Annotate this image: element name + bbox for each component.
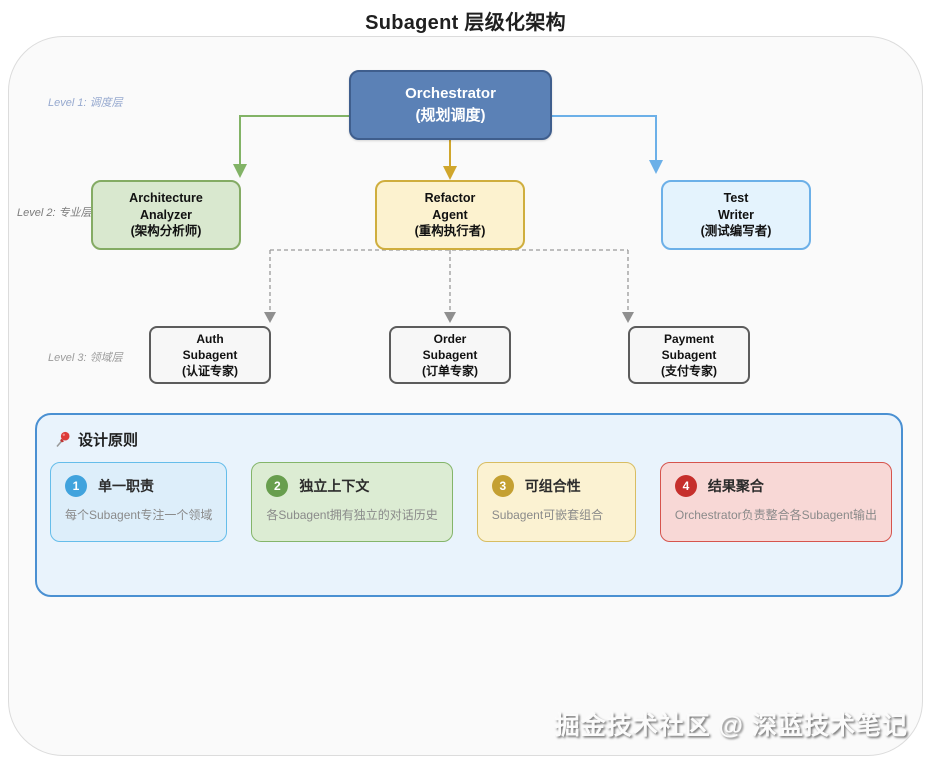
design-principles-header: 设计原则 xyxy=(54,429,138,450)
node-test-line: Test xyxy=(723,190,749,205)
principle-card-independent-context: 2 独立上下文 各Subagent拥有独立的对话历史 xyxy=(251,462,453,542)
outer-frame xyxy=(8,36,923,756)
node-architecture-line: Architecture xyxy=(129,190,203,205)
principle-card-result-aggregation: 4 结果聚合 Orchestrator负责整合各Subagent输出 xyxy=(659,462,892,542)
design-principles-title: 设计原则 xyxy=(78,432,139,449)
principle-title: 单一职责 xyxy=(98,478,154,494)
node-auth-subagent: Auth Subagent (认证专家) xyxy=(149,326,271,384)
node-architecture-analyzer: Architecture Analyzer (架构分析师) xyxy=(91,180,241,250)
level-3-label: Level 3: 领域层 xyxy=(48,352,123,364)
node-auth-line: Auth xyxy=(196,331,224,346)
node-refactor-line: (重构执行者) xyxy=(414,224,486,239)
node-payment-line: (支付专家) xyxy=(661,364,717,379)
diagram-title: Subagent 层级化架构 xyxy=(365,12,566,34)
principle-title: 可组合性 xyxy=(524,478,581,494)
node-order-line: Order xyxy=(433,331,467,346)
design-principles-panel: 设计原则 1 单一职责 每个Subagent专注一个领域 2 独立上下文 各Su… xyxy=(35,413,903,597)
node-architecture-line: (架构分析师) xyxy=(130,224,202,239)
pushpin-icon xyxy=(56,431,70,448)
node-refactor-line: Refactor xyxy=(424,190,476,205)
principle-number-badge: 2 xyxy=(266,475,289,497)
node-payment-line: Payment xyxy=(663,331,715,346)
principle-description: 每个Subagent专注一个领域 xyxy=(65,508,213,522)
node-test-line: Writer xyxy=(718,207,754,222)
principle-number-badge: 1 xyxy=(65,475,87,497)
node-test-writer: Test Writer (测试编写者) xyxy=(661,180,811,250)
watermark: 掘金技术社区 @ 深蓝技术笔记 xyxy=(554,712,908,740)
node-order-line: (订单专家) xyxy=(422,364,478,379)
level-1-label: Level 1: 调度层 xyxy=(48,97,123,109)
principle-title: 结果聚合 xyxy=(707,478,764,494)
node-auth-line: Subagent xyxy=(182,347,238,362)
principle-cards-row: 1 单一职责 每个Subagent专注一个领域 2 独立上下文 各Subagen… xyxy=(50,462,892,542)
node-auth-line: (认证专家) xyxy=(182,364,238,379)
node-orchestrator: Orchestrator (规划调度) xyxy=(349,70,552,140)
principle-card-single-responsibility: 1 单一职责 每个Subagent专注一个领域 xyxy=(50,462,228,542)
principle-description: Subagent可嵌套组合 xyxy=(491,508,604,522)
node-order-subagent: Order Subagent (订单专家) xyxy=(389,326,511,384)
node-payment-subagent: Payment Subagent (支付专家) xyxy=(628,326,750,384)
level-2-label: Level 2: 专业层 xyxy=(17,207,92,219)
principle-number-badge: 4 xyxy=(674,475,697,497)
principle-description: 各Subagent拥有独立的对话历史 xyxy=(266,508,438,522)
node-payment-line: Subagent xyxy=(661,347,717,362)
principle-card-composability: 3 可组合性 Subagent可嵌套组合 xyxy=(476,462,636,542)
node-refactor-agent: Refactor Agent (重构执行者) xyxy=(375,180,525,250)
node-order-line: Subagent xyxy=(422,347,478,362)
node-refactor-line: Agent xyxy=(432,207,468,222)
node-orchestrator-line: Orchestrator xyxy=(405,85,496,103)
node-orchestrator-line: (规划调度) xyxy=(415,107,486,124)
node-test-line: (测试编写者) xyxy=(700,224,772,239)
principle-title: 独立上下文 xyxy=(299,478,370,494)
node-architecture-line: Analyzer xyxy=(139,207,193,222)
principle-description: Orchestrator负责整合各Subagent输出 xyxy=(674,508,877,522)
principle-number-badge: 3 xyxy=(491,475,514,497)
